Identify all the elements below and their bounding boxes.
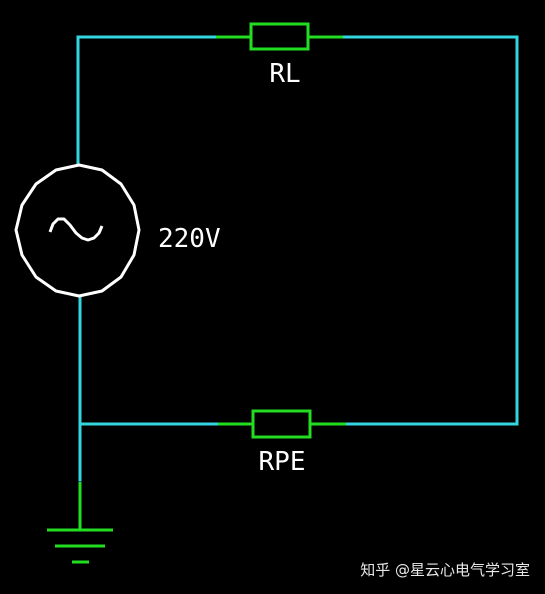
ac-voltage-source-icon (14, 163, 141, 298)
resistor-rl (216, 22, 343, 51)
resistor-rpe (218, 409, 346, 439)
ground-icon (47, 482, 113, 564)
resistor-rl-body (249, 22, 310, 51)
watermark: 知乎 @星云心电气学习室 (360, 561, 530, 579)
resistor-rl-label: RL (269, 59, 300, 89)
source-circle (14, 163, 141, 298)
resistor-rpe-label: RPE (259, 447, 306, 477)
resistor-rpe-body (251, 409, 312, 439)
sine-wave-icon (48, 217, 104, 242)
source-voltage-label: 220V (158, 224, 221, 254)
wiring (76, 35, 519, 482)
